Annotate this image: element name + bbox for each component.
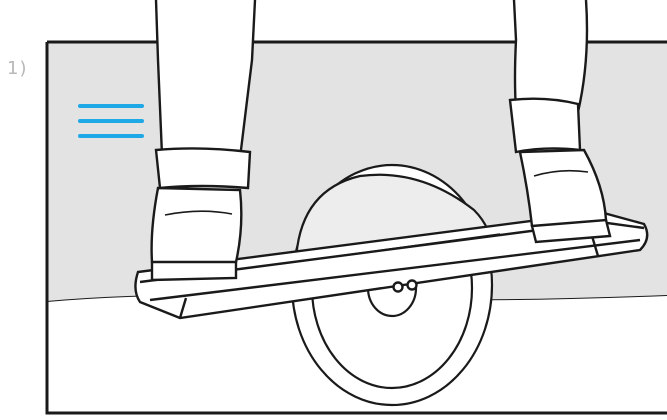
right-leg	[508, 0, 612, 244]
hamburger-lines-icon	[78, 104, 144, 138]
left-leg	[150, 0, 257, 282]
step-number: 1)	[7, 58, 28, 79]
